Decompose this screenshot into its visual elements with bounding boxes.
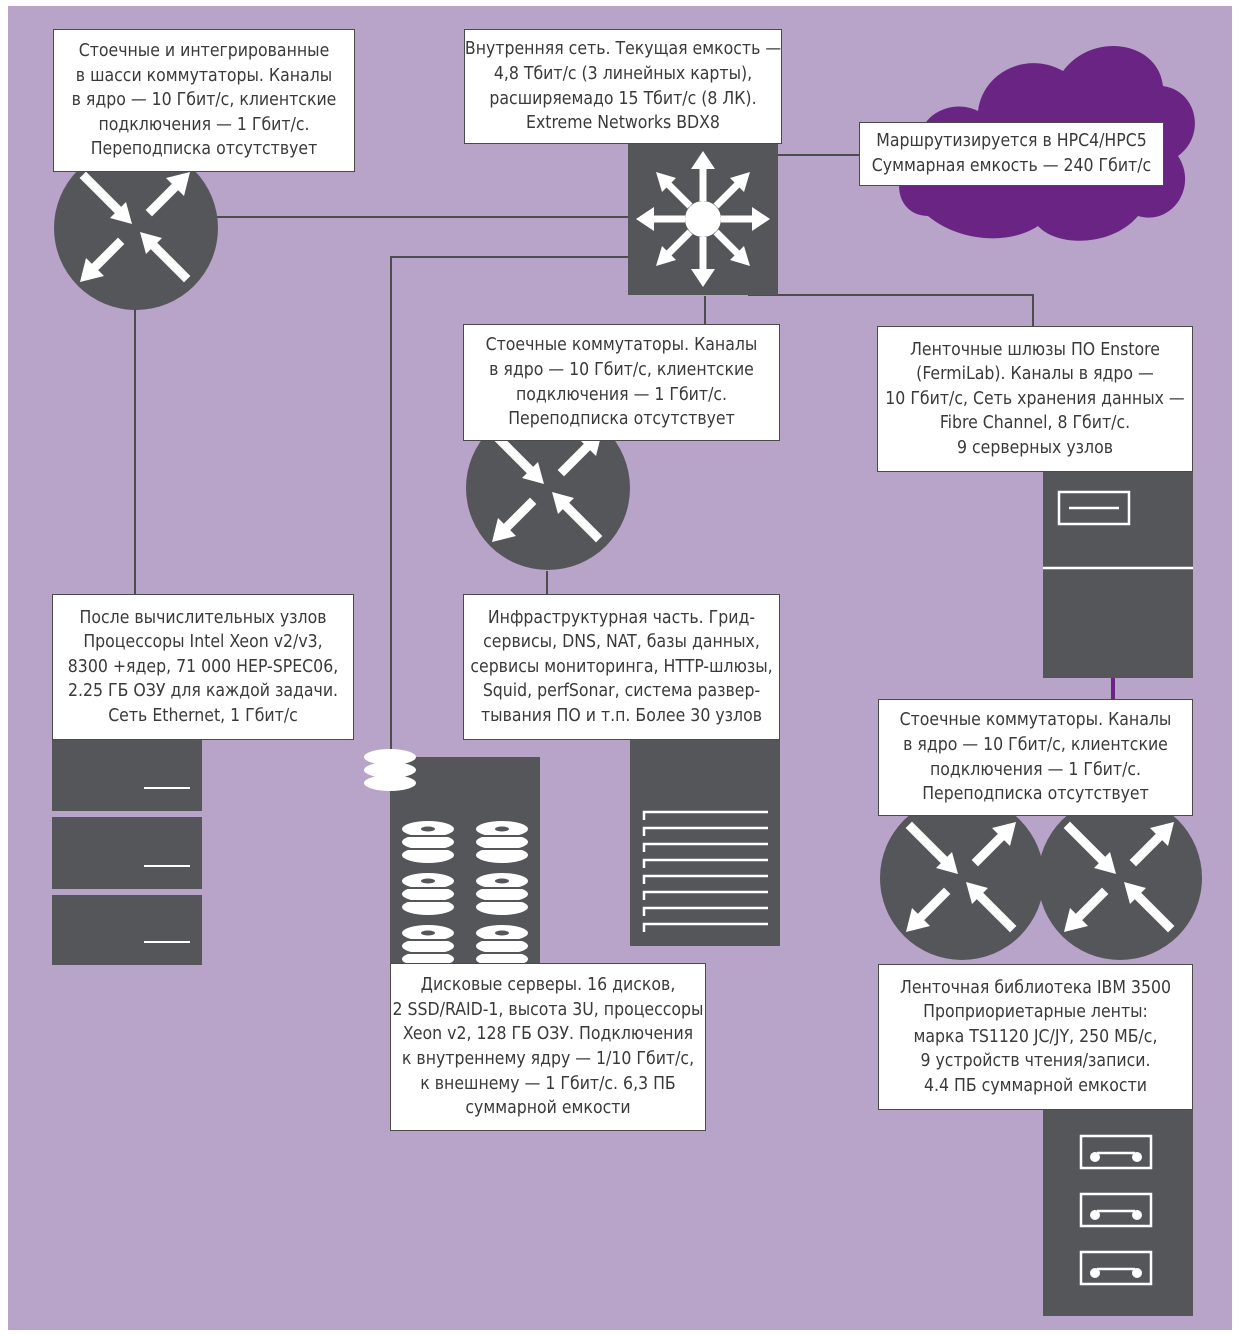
routed-box: Маршрутизируется в HPC4/HPC5 Суммарная е… — [859, 122, 1164, 186]
box-line: Маршрутизируется в HPC4/HPC5 — [876, 131, 1147, 152]
box-line: Стоечные коммутаторы. Каналы — [485, 335, 758, 356]
box-line: Процессоры Intel Xeon v2/v3, — [83, 632, 323, 653]
box-line: сервисы, DNS, NAT, базы данных, — [483, 632, 760, 653]
box-line: в ядро — 10 Гбит/с, клиентские — [489, 359, 754, 380]
tape-cartridge-icon — [1079, 1134, 1153, 1286]
box-line: Squid, perfSonar, система развер- — [482, 681, 761, 702]
router-icon — [1038, 796, 1202, 960]
link-tape-gateway-to-switches — [1111, 676, 1115, 704]
compute-node — [52, 739, 202, 811]
infrastructure-box: Инфраструктурная часть. Грид- сервисы, D… — [463, 594, 780, 740]
box-line: Стоечные коммутаторы. Каналы — [899, 710, 1172, 731]
box-line: Extreme Networks BDX8 — [526, 113, 720, 134]
box-line: После вычислительных узлов — [79, 607, 327, 628]
compute-node-indicator — [144, 865, 190, 867]
box-line: 4.4 ПБ суммарной емкости — [924, 1075, 1147, 1096]
integrated-switches-box: Стоечные и интегрированные в шасси комму… — [53, 29, 355, 172]
box-line: (FermiLab). Каналы в ядро — — [916, 364, 1154, 385]
disk-stack-icon — [364, 749, 528, 967]
link-core-to-left-router — [208, 216, 628, 218]
box-line: суммарной емкости — [465, 1098, 631, 1119]
box-line: подключения — 1 Гбит/с. — [98, 114, 310, 135]
box-line: Fibre Channel, 8 Гбит/с. — [939, 413, 1131, 434]
compute-node — [52, 895, 202, 965]
box-line: 2.25 ГБ ОЗУ для каждой задачи. — [67, 681, 339, 702]
rack-switches-right-box: Стоечные коммутаторы. Каналы в ядро — 10… — [878, 699, 1193, 816]
box-line: в ядро — 10 Гбит/с, клиентские — [903, 734, 1168, 755]
box-line: в ядро — 10 Гбит/с, клиентские — [71, 90, 337, 111]
box-line: 9 серверных узлов — [956, 437, 1114, 458]
router-icon — [54, 146, 218, 310]
box-line: Ленточная библиотека IBM 3500 — [899, 977, 1171, 998]
tape-library-box: Ленточная библиотека IBM 3500 Проприорие… — [878, 964, 1193, 1110]
router-icon — [466, 406, 630, 570]
box-line: 10 Гбит/с, Сеть хранения данных — — [885, 388, 1185, 409]
server-icon — [642, 810, 768, 932]
tape-library — [1043, 1110, 1193, 1316]
box-line: Переподписка отсутствует — [922, 784, 1149, 805]
box-line: Инфраструктурная часть. Грид- — [487, 607, 756, 628]
box-line: 4,8 Тбит/с (3 линейных карты), — [493, 63, 753, 84]
box-line: Проприориетарные ленты: — [923, 1002, 1148, 1023]
rack-switches-mid-box: Стоечные коммутаторы. Каналы в ядро — 10… — [463, 324, 780, 441]
box-line: Переподписка отсутствует — [90, 139, 318, 160]
infrastructure-server — [630, 738, 780, 946]
link-core-to-tape-gateway-h — [748, 294, 1034, 296]
box-line: 8300 +ядер, 71 000 HEP-SPEC06, — [67, 656, 339, 677]
link-core-to-disk-servers — [390, 256, 392, 761]
box-line: к внешнему — 1 Гбит/с. 6,3 ПБ — [420, 1073, 676, 1094]
box-line: Ленточные шлюзы ПО Enstore — [910, 339, 1160, 360]
box-line: к внутреннему ядру — 1/10 Гбит/с, — [401, 1049, 695, 1069]
box-line: Суммарная емкость — 240 Гбит/с — [871, 156, 1152, 176]
link-core-to-tape-gateway-v — [1032, 294, 1034, 328]
box-line: тывания ПО и т.п. Более 30 узлов — [480, 705, 762, 726]
box-line: Дисковые серверы. 16 дисков, — [420, 975, 676, 996]
box-line: подключения — 1 Гбит/с. — [929, 759, 1142, 780]
core-switch-icon — [636, 151, 770, 287]
link-core-to-cloud — [768, 154, 864, 156]
link-left-router-to-compute — [134, 296, 136, 596]
box-line: расширяемадо 15 Тбит/с (8 ЛК). — [489, 88, 757, 109]
box-line: подключения — 1 Гбит/с. — [515, 384, 728, 405]
link-core-to-mid-router — [704, 296, 706, 328]
core-network-box: Внутренняя сеть. Текущая емкость — 4,8 Т… — [464, 29, 782, 144]
tape-gateways-box: Ленточные шлюзы ПО Enstore (FermiLab). К… — [877, 326, 1193, 472]
box-line: Стоечные и интегрированные — [78, 41, 330, 62]
server-icon — [1043, 490, 1193, 570]
link-mid-router-to-infra — [546, 571, 548, 597]
box-line: сервисы мониторинга, HTTP-шлюзы, — [470, 656, 773, 677]
tape-gateway-server — [1043, 472, 1193, 678]
compute-node-indicator — [144, 787, 190, 789]
network-diagram: Стоечные и интегрированные в шасси комму… — [8, 6, 1232, 1330]
box-line: 9 устройств чтения/записи. — [920, 1051, 1151, 1072]
box-line: Xeon v2, 128 ГБ ОЗУ. Подключения — [402, 1024, 694, 1045]
box-line: Внутренняя сеть. Текущая емкость — — [464, 39, 782, 60]
disk-servers-box: Дисковые серверы. 16 дисков, 2 SSD/RAID-… — [390, 963, 706, 1131]
box-line: в шасси коммутаторы. Каналы — [75, 65, 333, 86]
router-icon — [880, 796, 1044, 960]
link-core-to-disk-servers-top — [390, 256, 630, 258]
compute-nodes-box: После вычислительных узлов Процессоры In… — [52, 594, 354, 740]
compute-node — [52, 817, 202, 889]
box-line: 2 SSD/RAID-1, высота 3U, процессоры — [392, 999, 704, 1020]
box-line: марка TS1120 JC/JY, 250 МБ/с, — [913, 1026, 1158, 1047]
compute-node-indicator — [144, 941, 190, 943]
box-line: Сеть Ethernet, 1 Гбит/с — [108, 705, 298, 726]
box-line: Переподписка отсутствует — [508, 409, 735, 430]
